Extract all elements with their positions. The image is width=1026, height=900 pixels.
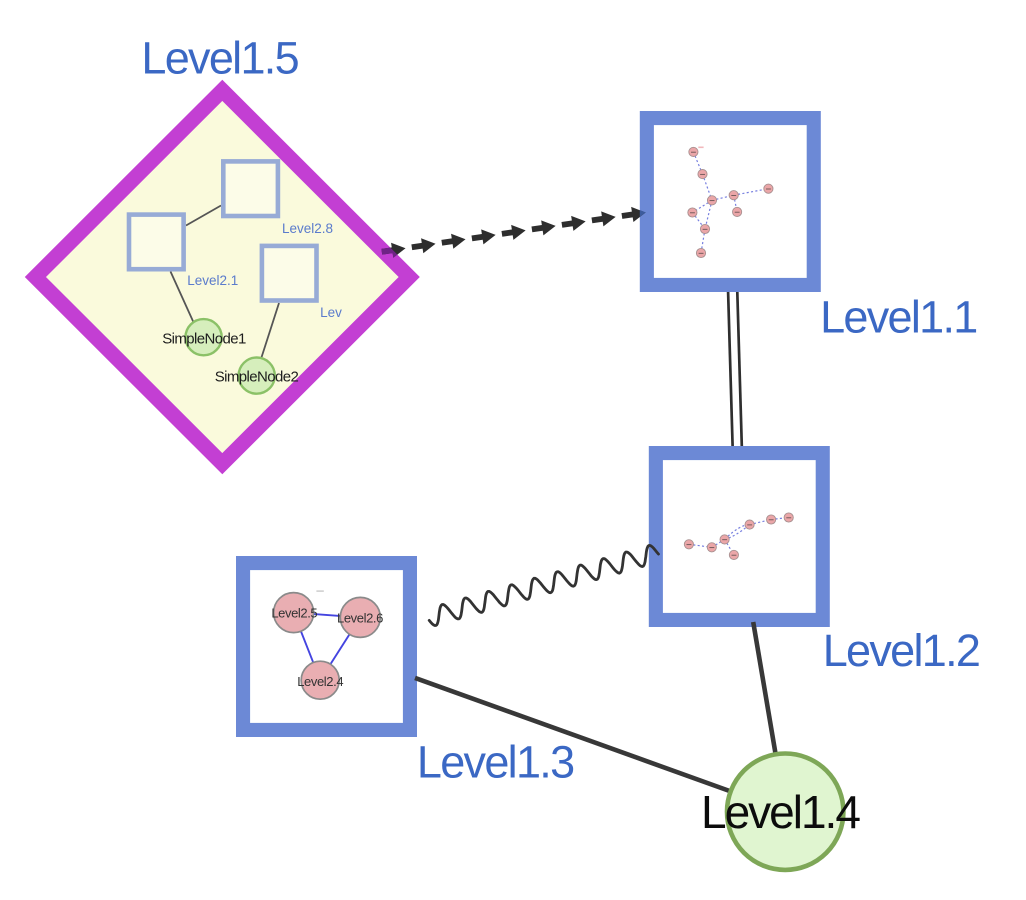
svg-text:Level2.8: Level2.8	[282, 221, 333, 236]
svg-text:Level2.5: Level2.5	[271, 606, 317, 621]
svg-text:Level1.2: Level1.2	[823, 625, 980, 676]
svg-text:Level1.1: Level1.1	[820, 292, 977, 343]
svg-text:SimpleNode2: SimpleNode2	[215, 368, 299, 385]
svg-text:Level1.4: Level1.4	[701, 786, 860, 838]
svg-text:Level1.5: Level1.5	[141, 33, 298, 84]
svg-text:Lev: Lev	[320, 305, 342, 320]
svg-text:Level1.3: Level1.3	[417, 737, 574, 788]
svg-text:Level2.6: Level2.6	[337, 610, 383, 625]
svg-text:Level2.1: Level2.1	[187, 273, 238, 288]
svg-text:Level2.4: Level2.4	[297, 674, 343, 689]
svg-text:SimpleNode1: SimpleNode1	[162, 330, 246, 347]
